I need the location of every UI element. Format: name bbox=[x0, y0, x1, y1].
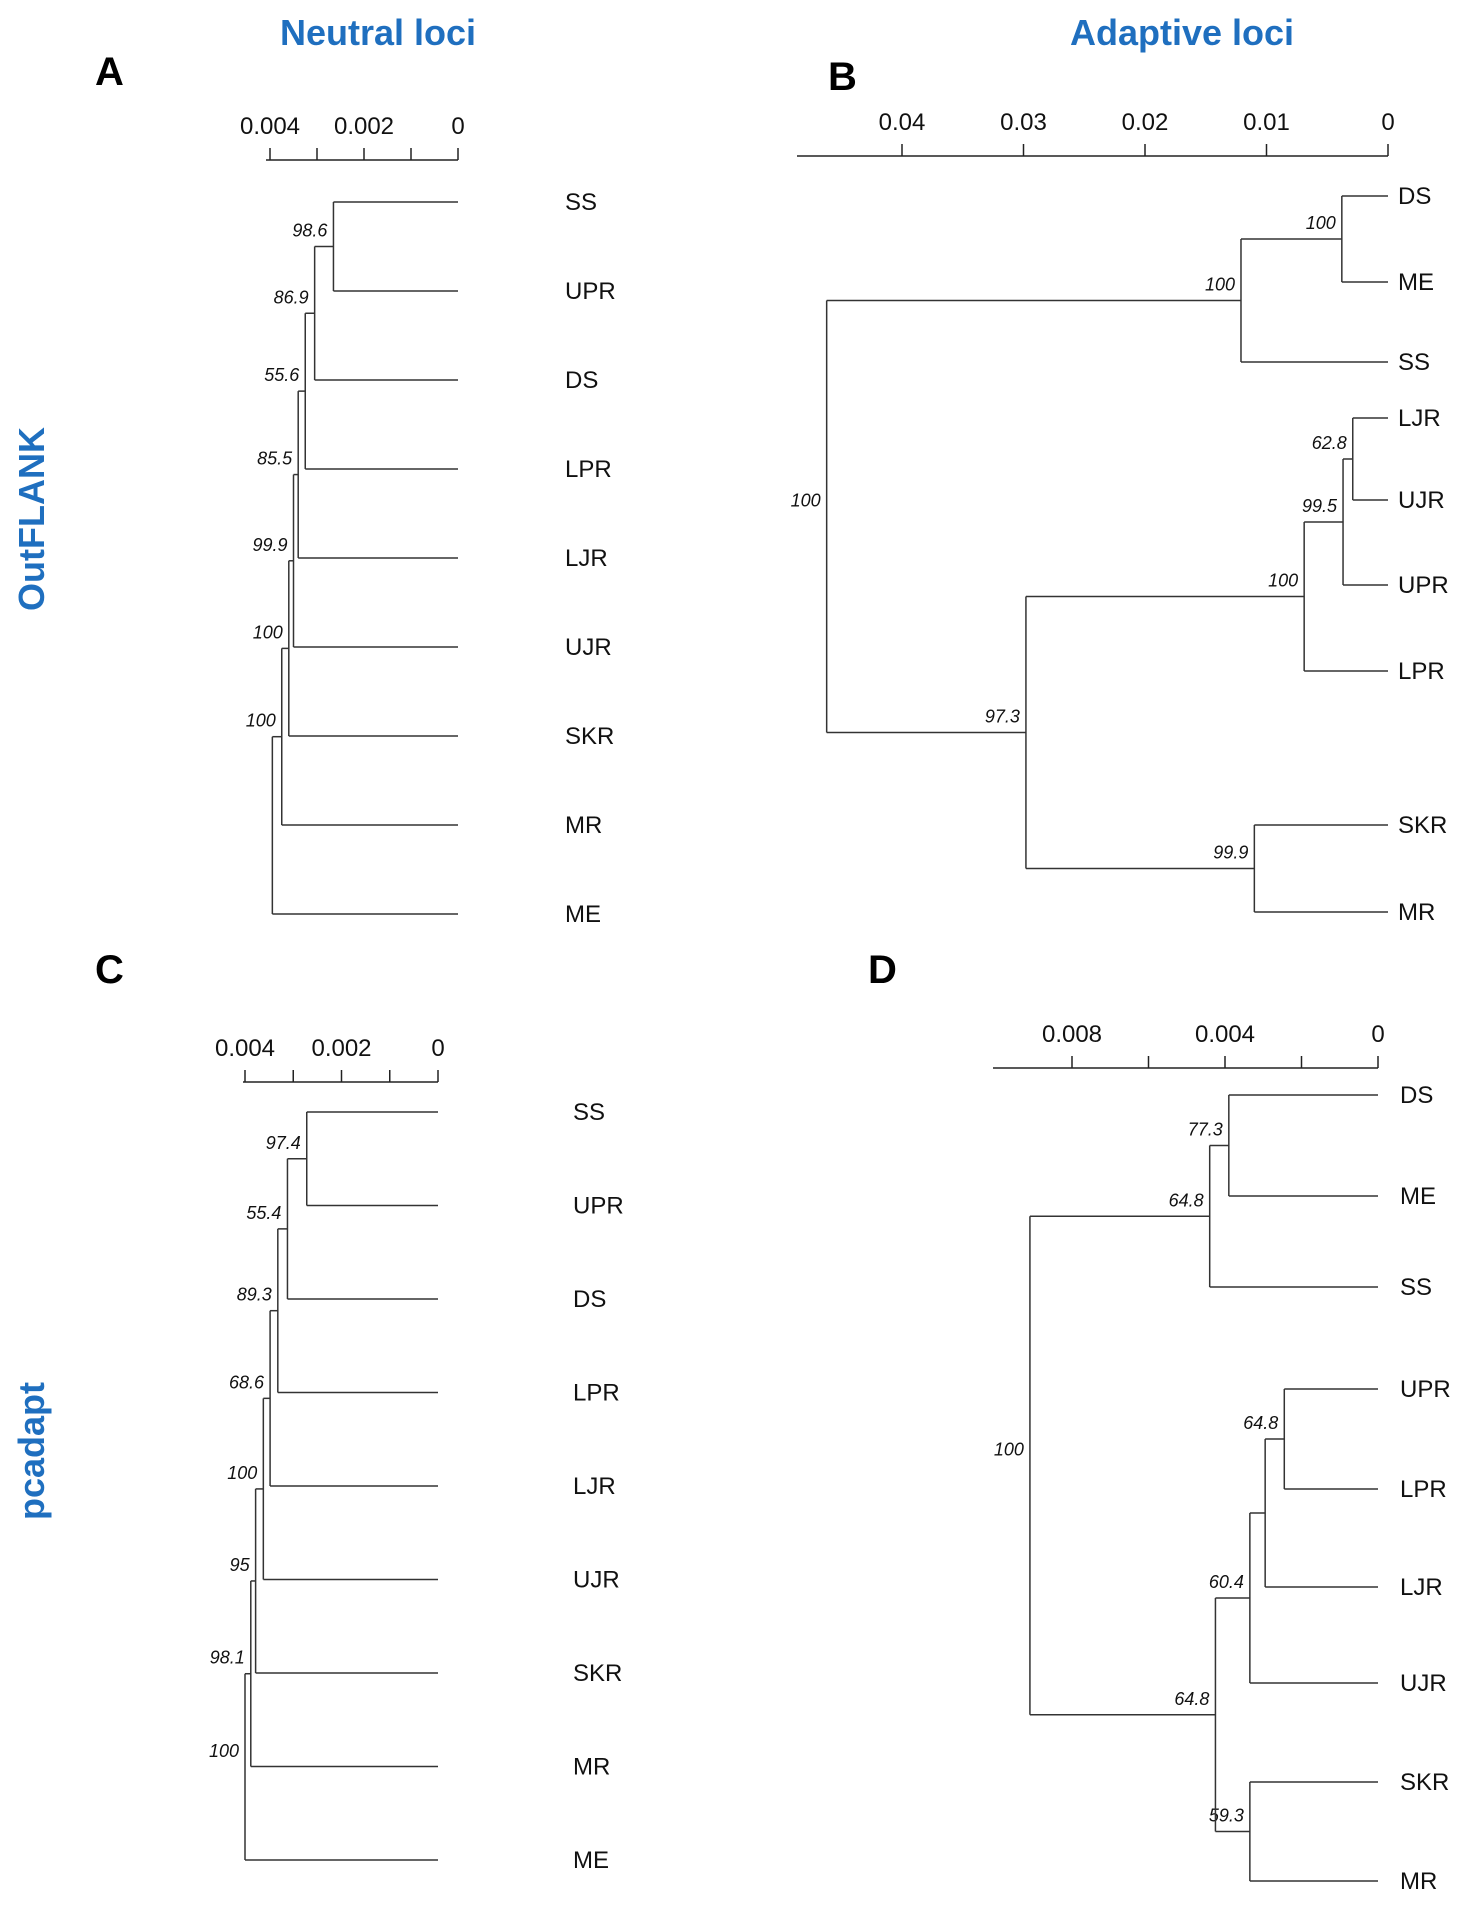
bootstrap-value: 100 bbox=[209, 1741, 239, 1761]
bootstrap-value: 100 bbox=[994, 1440, 1024, 1460]
tip-label: ME bbox=[565, 901, 601, 928]
tip-label: LPR bbox=[1400, 1476, 1447, 1503]
scale-tick-label: 0 bbox=[451, 113, 464, 140]
bootstrap-value: 62.8 bbox=[1312, 433, 1347, 453]
scale-tick-label: 0.02 bbox=[1122, 109, 1169, 136]
tip-label: UJR bbox=[1400, 1670, 1447, 1697]
bootstrap-value: 64.8 bbox=[1243, 1413, 1278, 1433]
tip-label: SKR bbox=[1398, 812, 1447, 839]
bootstrap-value: 100 bbox=[253, 622, 283, 642]
tip-label: ME bbox=[573, 1847, 609, 1874]
panel-label-b: B bbox=[828, 55, 857, 99]
bootstrap-value: 98.6 bbox=[292, 221, 328, 241]
tip-label: DS bbox=[565, 367, 598, 394]
bootstrap-value: 100 bbox=[1268, 571, 1298, 591]
tip-label: DS bbox=[1398, 183, 1431, 210]
tip-label: SKR bbox=[573, 1660, 622, 1687]
tip-label: MR bbox=[1398, 899, 1435, 926]
scale-tick-label: 0.004 bbox=[240, 113, 300, 140]
panel-label-d: D bbox=[868, 948, 897, 992]
tip-label: LJR bbox=[1398, 405, 1441, 432]
bootstrap-value: 59.3 bbox=[1209, 1806, 1244, 1826]
scale-tick-label: 0.004 bbox=[215, 1035, 275, 1062]
bootstrap-value: 97.4 bbox=[266, 1133, 301, 1153]
tip-label: UPR bbox=[573, 1193, 624, 1220]
tip-label: SS bbox=[1400, 1274, 1432, 1301]
bootstrap-value: 85.5 bbox=[257, 449, 293, 469]
tip-label: DS bbox=[573, 1286, 606, 1313]
scale-tick-label: 0.01 bbox=[1243, 109, 1290, 136]
bootstrap-value: 64.8 bbox=[1169, 1190, 1204, 1210]
tip-label: SKR bbox=[565, 723, 614, 750]
bootstrap-value: 100 bbox=[227, 1463, 257, 1483]
tip-label: UJR bbox=[573, 1567, 620, 1594]
scale-tick-label: 0.03 bbox=[1000, 109, 1047, 136]
tip-label: LJR bbox=[573, 1473, 616, 1500]
bootstrap-value: 77.3 bbox=[1188, 1120, 1223, 1140]
scale-tick-label: 0.04 bbox=[879, 109, 926, 136]
bootstrap-value: 95 bbox=[230, 1555, 251, 1575]
panel-label-a: A bbox=[95, 50, 124, 94]
bootstrap-value: 98.1 bbox=[210, 1648, 245, 1668]
tip-label: MR bbox=[573, 1754, 610, 1781]
bootstrap-value: 100 bbox=[246, 711, 276, 731]
tip-label: LJR bbox=[1400, 1574, 1443, 1601]
bootstrap-value: 100 bbox=[791, 491, 821, 511]
scale-tick-label: 0 bbox=[1371, 1021, 1384, 1048]
bootstrap-value: 99.5 bbox=[1302, 496, 1338, 516]
column-title-neutral: Neutral loci bbox=[280, 12, 477, 53]
tip-label: LPR bbox=[1398, 658, 1445, 685]
tip-label: DS bbox=[1400, 1082, 1433, 1109]
column-title-adaptive: Adaptive loci bbox=[1070, 12, 1295, 53]
bootstrap-value: 97.3 bbox=[985, 707, 1020, 727]
tip-label: UJR bbox=[565, 634, 612, 661]
tip-label: ME bbox=[1398, 269, 1434, 296]
scale-tick-label: 0 bbox=[431, 1035, 444, 1062]
tip-label: UPR bbox=[1400, 1376, 1451, 1403]
scale-tick-label: 0 bbox=[1381, 109, 1394, 136]
bootstrap-value: 99.9 bbox=[1213, 843, 1248, 863]
tip-label: SKR bbox=[1400, 1769, 1449, 1796]
tip-label: UPR bbox=[1398, 572, 1449, 599]
scale-tick-label: 0.008 bbox=[1042, 1021, 1102, 1048]
tip-label: UPR bbox=[565, 278, 616, 305]
bootstrap-value: 60.4 bbox=[1209, 1572, 1244, 1592]
scale-tick-label: 0.002 bbox=[311, 1035, 371, 1062]
scale-tick-label: 0.004 bbox=[1195, 1021, 1255, 1048]
tip-label: UJR bbox=[1398, 487, 1445, 514]
bootstrap-value: 86.9 bbox=[274, 287, 309, 307]
bootstrap-value: 99.9 bbox=[252, 535, 287, 555]
panel-label-c: C bbox=[95, 948, 124, 992]
tip-label: LPR bbox=[573, 1380, 620, 1407]
tip-label: ME bbox=[1400, 1183, 1436, 1210]
bootstrap-value: 68.6 bbox=[229, 1372, 265, 1392]
tip-label: SS bbox=[1398, 349, 1430, 376]
bootstrap-value: 64.8 bbox=[1174, 1689, 1209, 1709]
tip-label: MR bbox=[1400, 1868, 1437, 1895]
bootstrap-value: 100 bbox=[1205, 275, 1235, 295]
bootstrap-value: 89.3 bbox=[237, 1285, 272, 1305]
tip-label: LPR bbox=[565, 456, 612, 483]
tip-label: MR bbox=[565, 812, 602, 839]
tip-label: SS bbox=[565, 189, 597, 216]
bootstrap-value: 55.4 bbox=[246, 1203, 281, 1223]
scale-tick-label: 0.002 bbox=[334, 113, 394, 140]
tip-label: LJR bbox=[565, 545, 608, 572]
bootstrap-value: 55.6 bbox=[264, 365, 300, 385]
bootstrap-value: 100 bbox=[1306, 213, 1336, 233]
tip-label: SS bbox=[573, 1099, 605, 1126]
